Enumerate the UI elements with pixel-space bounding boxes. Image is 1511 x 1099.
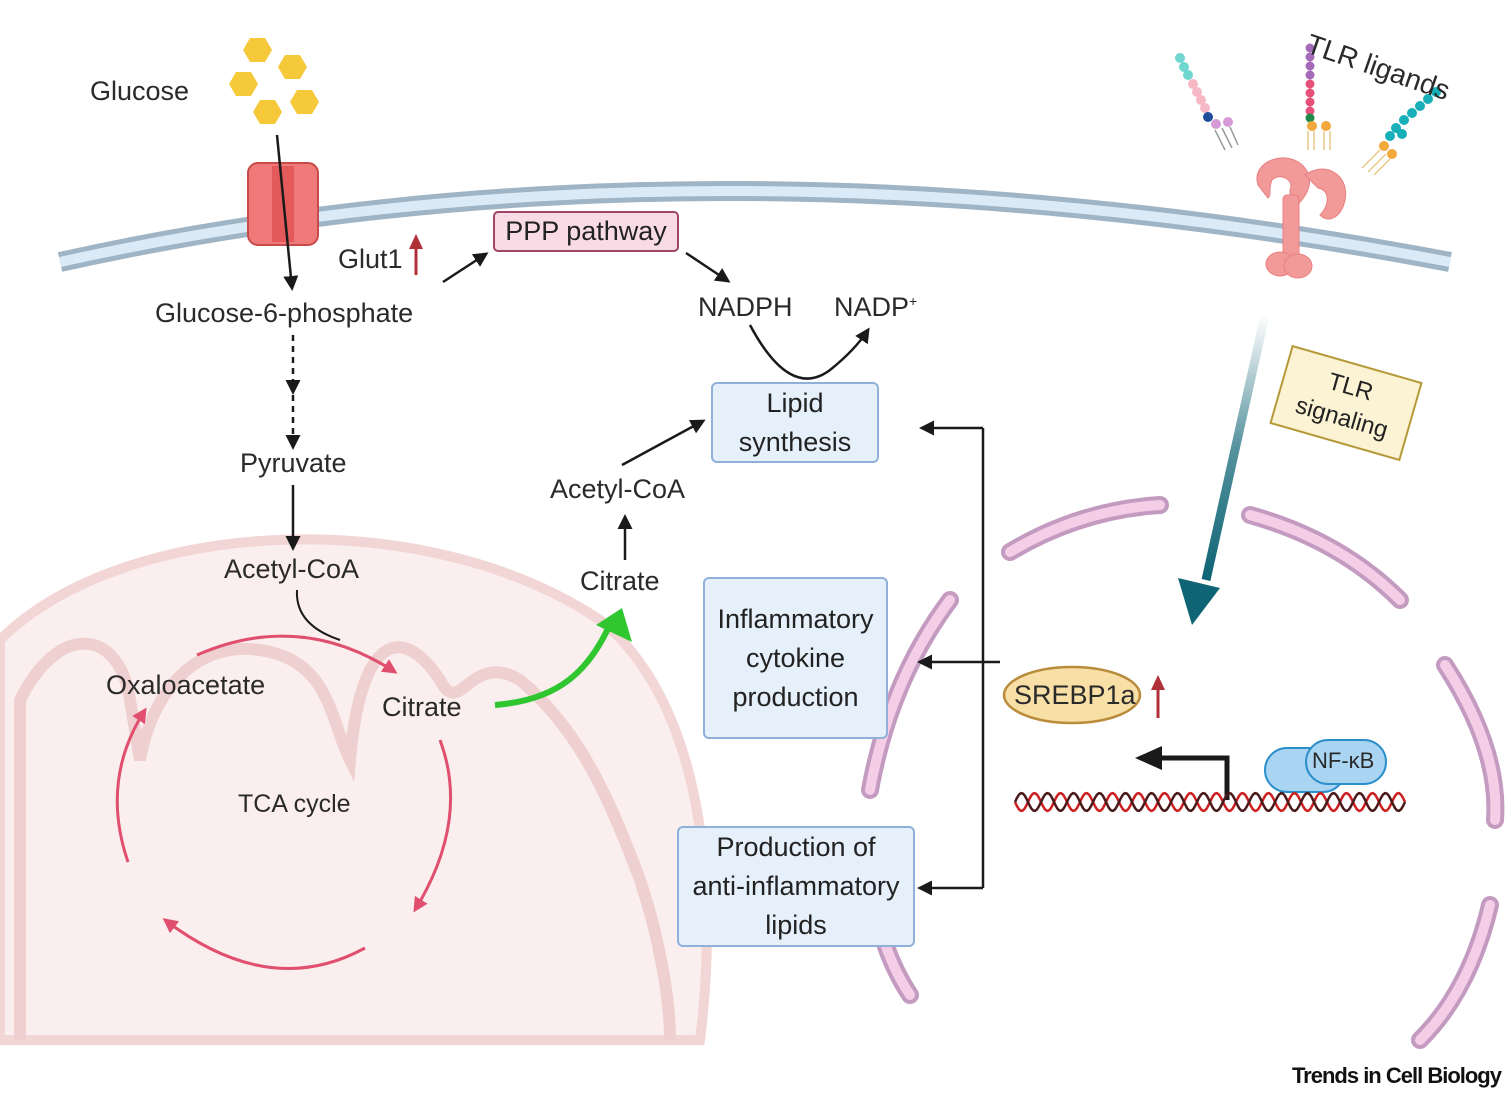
glut1-label: Glut1 (338, 244, 403, 274)
nfkb-complex-icon (1264, 739, 1387, 793)
acetylcoa-entry-line (295, 589, 341, 641)
pyruvate-label: Pyruvate (240, 448, 347, 478)
nadp-label: NADP+ (834, 294, 917, 321)
anti-inflammatory-lipids-box: Production of anti-inflammatory lipids (677, 826, 915, 947)
nfkb-label: NF-κB (1312, 748, 1375, 773)
tlr-receptor-icon (1256, 157, 1347, 279)
glucose-6-phosphate-label: Glucose-6-phosphate (155, 298, 414, 328)
nadp-superscript: + (909, 293, 918, 309)
oxaloacetate-label: Oxaloacetate (106, 670, 266, 700)
arrow-acetylcoa-to-lipid (621, 419, 706, 467)
citrate-export-arrow (494, 618, 615, 708)
srebp1a-label: SREBP1a (1014, 680, 1136, 710)
nadph-label: NADPH (698, 292, 793, 322)
ppp-pathway-box: PPP pathway (493, 211, 679, 252)
arrow-g6p-to-ppp (442, 252, 489, 284)
journal-logo: Trends in Cell Biology (1291, 1063, 1502, 1088)
tca-cycle-arrows (115, 634, 453, 970)
tca-cycle-label: TCA cycle (238, 790, 351, 818)
srebp-regulation-bracket (917, 420, 1000, 896)
glucose-label: Glucose (90, 76, 190, 106)
glucose-molecules-icon (229, 38, 319, 124)
nadp-text: NADP (834, 292, 910, 322)
tlr-signaling-arrow (1201, 314, 1270, 581)
dna-helix-icon (1013, 791, 1407, 813)
transcription-start-arrow (1160, 755, 1230, 800)
glucose-uptake-arrow (275, 134, 299, 291)
citrate-cyto-label: Citrate (580, 566, 660, 596)
srebp1a-protein-icon (1002, 665, 1142, 725)
citrate-mito-label: Citrate (382, 692, 462, 722)
nadph-to-nadp-arrow (748, 324, 870, 380)
acetyl-coa-cyto-label: Acetyl-CoA (550, 474, 686, 504)
lipid-synthesis-box: Lipid synthesis (711, 382, 879, 463)
nucleus-envelope (861, 496, 1505, 1049)
inflammatory-cytokine-box: Inflammatory cytokine production (703, 577, 888, 739)
acetyl-coa-mito-label: Acetyl-CoA (224, 554, 360, 584)
mitochondrion (0, 534, 712, 1045)
tlr-ligands-icon (1175, 43, 1441, 176)
arrow-ppp-to-nadph (685, 251, 731, 283)
